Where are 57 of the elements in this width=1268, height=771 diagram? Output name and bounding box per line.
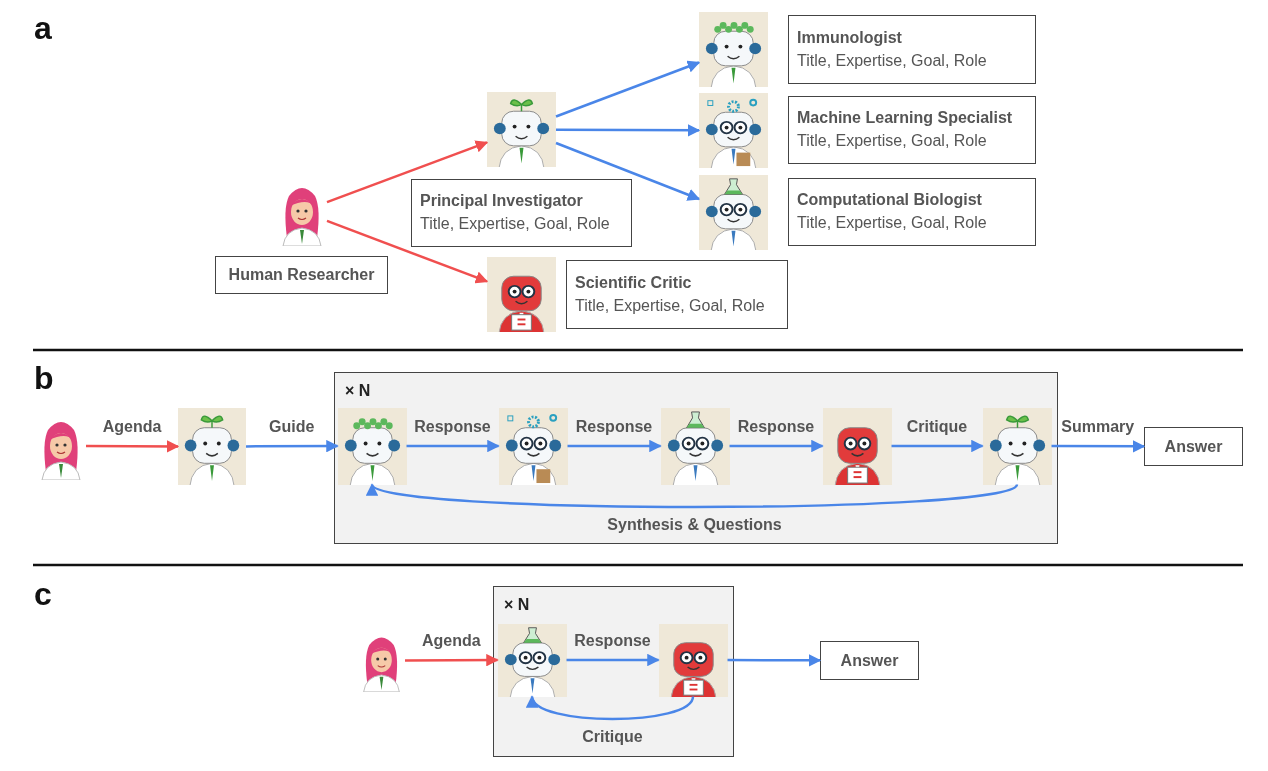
loop-panel (493, 586, 734, 757)
robot-scientist-icon (487, 92, 556, 167)
text-box (788, 15, 1036, 84)
robot-scientist-icon (498, 407, 568, 485)
loop-panel (334, 372, 1058, 544)
text-box (788, 178, 1036, 246)
robot-scientist-icon (699, 12, 768, 87)
arrow (326, 219, 489, 284)
robot-scientist-icon (982, 407, 1052, 485)
arrow (405, 653, 499, 667)
node-title: Immunologist (797, 27, 903, 48)
node-description: Title, Expertise, Goal, Role (797, 213, 988, 233)
text-box (1144, 427, 1243, 466)
panel-letter: b (34, 360, 54, 397)
robot-scientist-icon (178, 408, 246, 485)
text-box (411, 179, 632, 247)
arrow (555, 141, 701, 201)
text-box (788, 96, 1036, 164)
panel-letter: c (34, 576, 52, 613)
robot-scientist-icon (658, 623, 728, 697)
arrow (555, 60, 701, 118)
robot-scientist-icon (822, 407, 892, 485)
node-description: Title, Expertise, Goal, Role (420, 214, 611, 234)
node-description: Title, Expertise, Goal, Role (797, 131, 988, 151)
robot-scientist-icon (487, 257, 556, 332)
robot-scientist-icon (699, 175, 768, 250)
repeat-count: × N (345, 382, 371, 400)
arrow (326, 140, 489, 204)
node-title: Principal Investigator (420, 191, 584, 211)
robot-scientist-icon (497, 623, 567, 697)
arrow (246, 439, 339, 453)
node-description: Title, Expertise, Goal, Role (797, 50, 988, 71)
node-title: Scientific Critic (575, 272, 693, 293)
node-title: Human Researcher (228, 265, 375, 285)
panel-letter: a (34, 10, 52, 47)
text-box (566, 260, 788, 329)
arrow (567, 439, 662, 453)
robot-scientist-icon (660, 407, 730, 485)
node-title: Computational Biologist (797, 190, 983, 210)
repeat-count: × N (504, 596, 530, 614)
arrow (556, 124, 701, 137)
node-title: Machine Learning Specialist (797, 108, 1014, 128)
text-box (820, 641, 919, 680)
node-title: Answer (1164, 436, 1223, 457)
arrow (86, 440, 180, 453)
edge-label: Critique (579, 727, 646, 747)
arrow (566, 653, 660, 667)
robot-scientist-icon (699, 93, 768, 168)
arrow (891, 439, 984, 453)
arrow (1051, 440, 1146, 453)
node-title: Answer (840, 650, 899, 671)
arrow (727, 654, 822, 667)
text-box (215, 256, 388, 294)
arrow (406, 439, 500, 453)
arrow (729, 439, 824, 453)
node-description: Title, Expertise, Goal, Role (575, 295, 766, 316)
robot-scientist-icon (337, 407, 407, 485)
